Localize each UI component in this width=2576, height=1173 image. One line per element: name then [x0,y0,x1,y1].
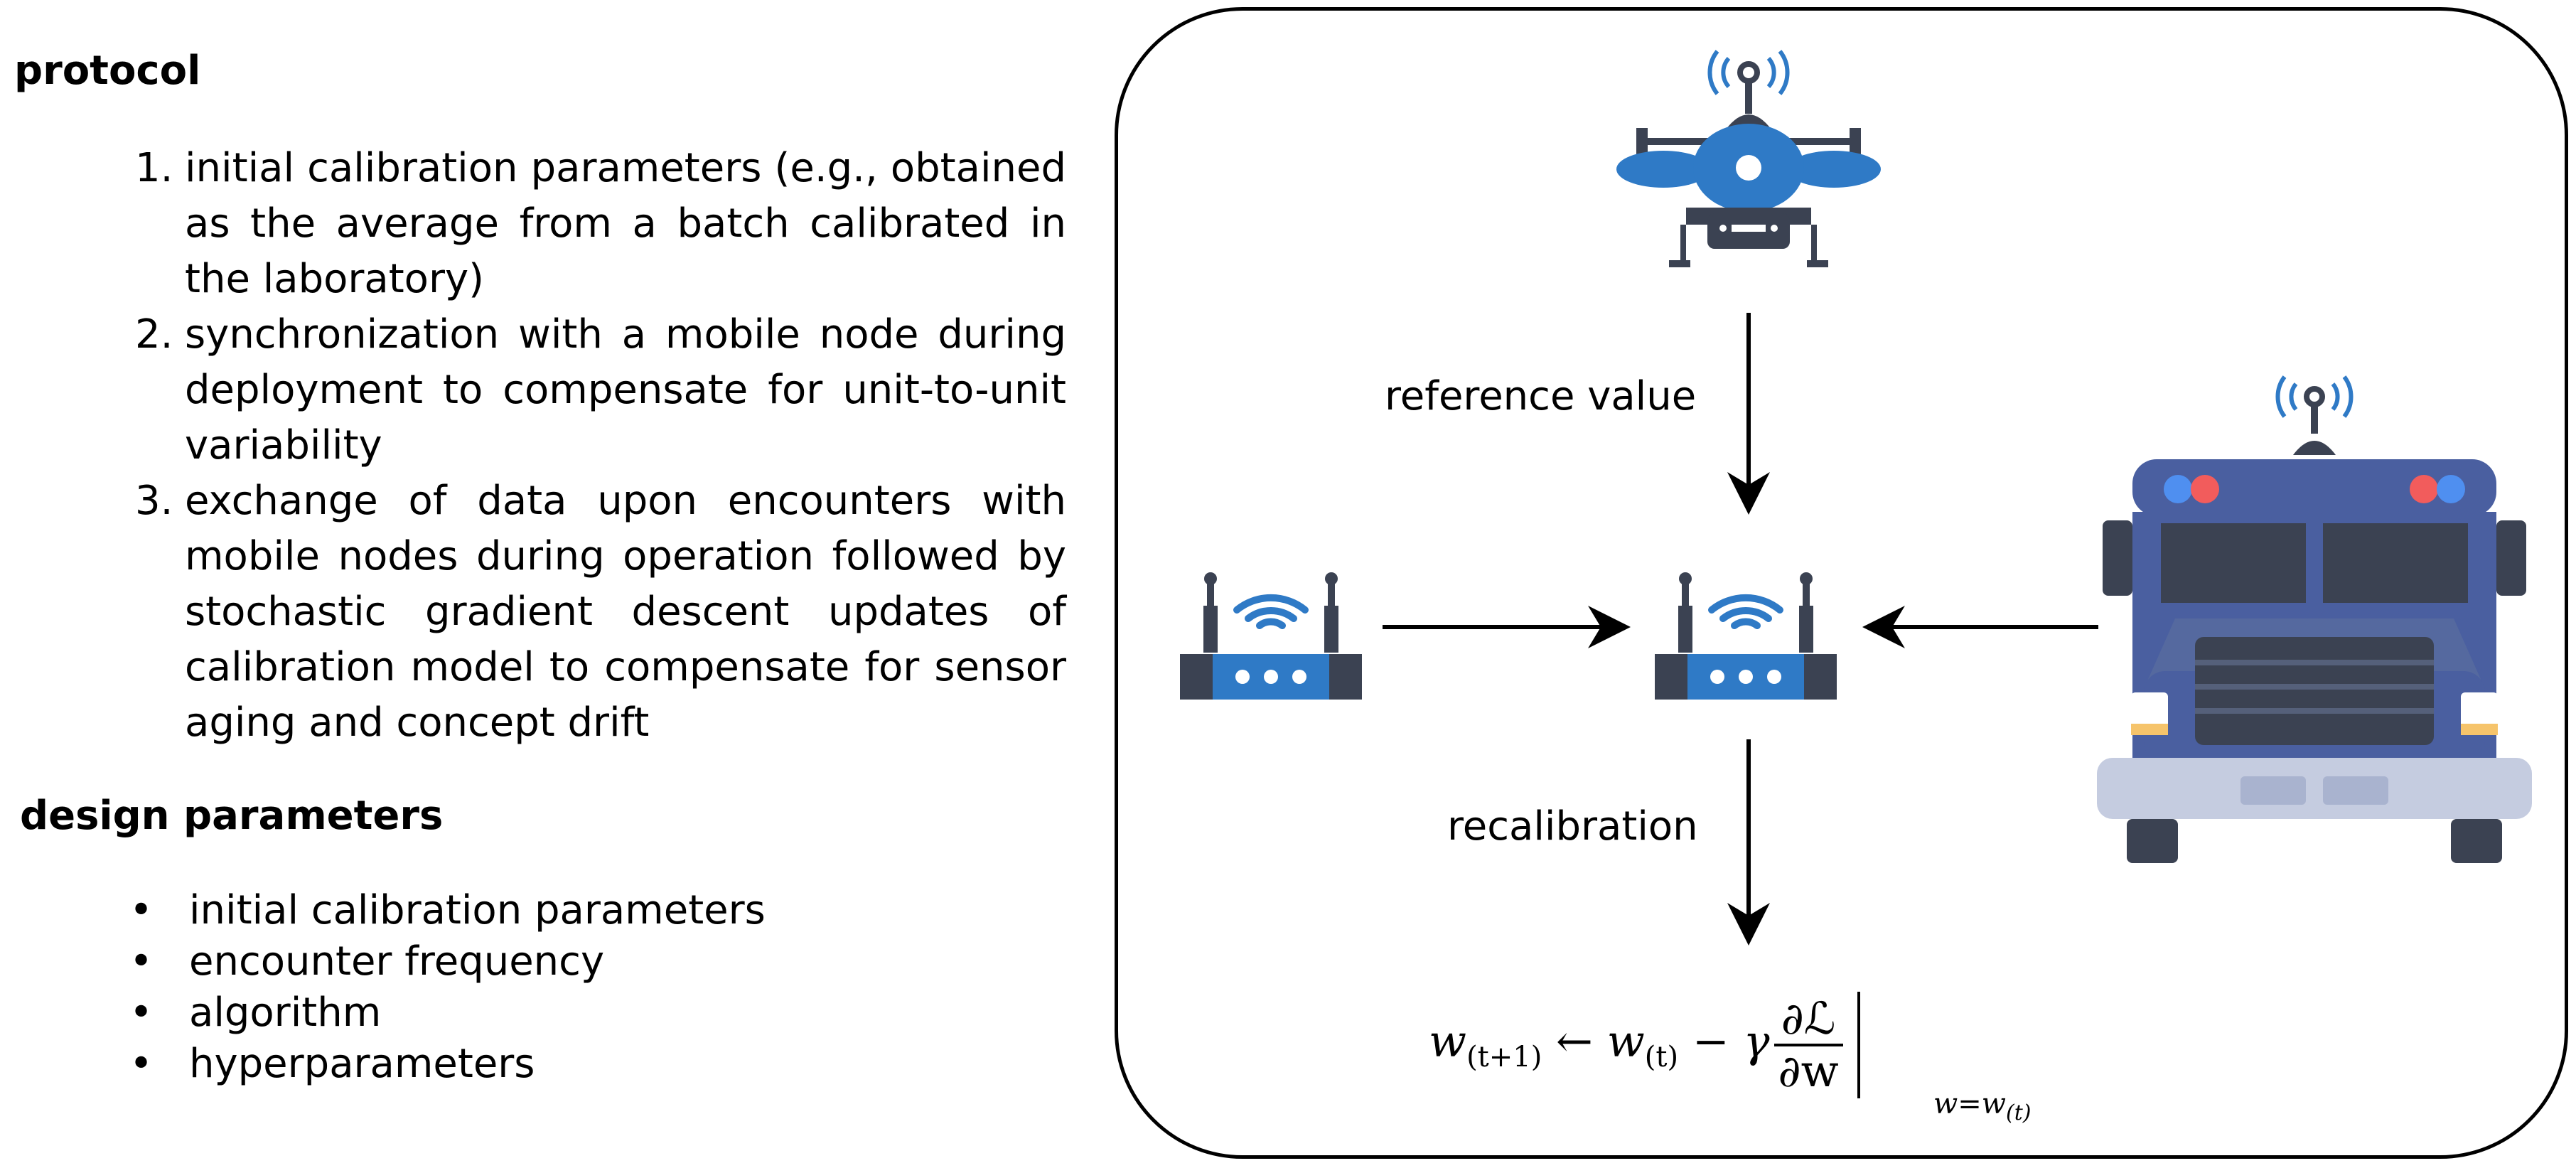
update-formula: w(t+1) ← w(t) − γ∂ℒ∂w [1429,992,1860,1098]
bullet-icon: • [129,938,154,985]
formula-eval-w: w=w [1933,1088,2006,1120]
item-text: exchange of data upon encounters with mo… [185,478,1066,746]
protocol-item: 3. exchange of data upon encounters with … [107,473,1066,751]
list-item-text: encounter frequency [189,938,605,985]
protocol-item: 2. synchronization with a mobile node dur… [107,307,1066,473]
list-item-text: algorithm [189,990,382,1036]
truck-icon [2097,375,2532,863]
formula-lhs: w [1429,1015,1467,1068]
formula-minus: − [1692,1015,1729,1068]
item-text: initial calibration parameters (e.g., ob… [185,145,1066,302]
formula-evaluation: w=w(t) [1933,1088,2031,1125]
list-item: • algorithm [128,987,766,1039]
formula-w-sub: (t) [1644,1041,1679,1074]
protocol-item: 1. initial calibration parameters (e.g., … [107,141,1066,307]
formula-lhs-sub: (t+1) [1466,1041,1542,1074]
list-item: • encounter frequency [128,936,766,987]
formula-gamma: γ [1743,1015,1770,1068]
item-number: 3. [135,478,173,524]
protocol-heading: protocol [14,48,201,94]
router-icon [1655,572,1837,700]
list-item: • hyperparameters [128,1039,766,1090]
bullet-icon: • [129,1041,154,1087]
design-parameters-list: • initial calibration parameters • encount… [128,885,766,1090]
evaluation-bar [1857,992,1860,1098]
list-item-text: hyperparameters [189,1041,535,1087]
formula-eval-sub: (t) [2006,1100,2032,1125]
formula-arrow: ← [1556,1015,1593,1068]
diagram-frame [1115,7,2568,1159]
item-number: 1. [135,145,173,191]
router-icon [1180,572,1362,700]
protocol-list: 1. initial calibration parameters (e.g., … [107,141,1066,751]
bullet-icon: • [129,990,154,1036]
formula-denominator: ∂w [1778,1045,1839,1097]
item-text: synchronization with a mobile node durin… [185,311,1066,468]
design-parameters-heading: design parameters [20,793,444,839]
list-item-text: initial calibration parameters [189,887,766,933]
formula-w: w [1606,1015,1645,1068]
formula-fraction: ∂ℒ∂w [1773,997,1843,1097]
drone-icon [1616,50,1881,267]
reference-value-label: reference value [1385,373,1697,419]
list-item: • initial calibration parameters [128,885,766,936]
formula-numerator: ∂ℒ [1773,997,1843,1046]
bullet-icon: • [129,887,154,933]
recalibration-label: recalibration [1447,803,1698,850]
item-number: 2. [135,311,173,358]
